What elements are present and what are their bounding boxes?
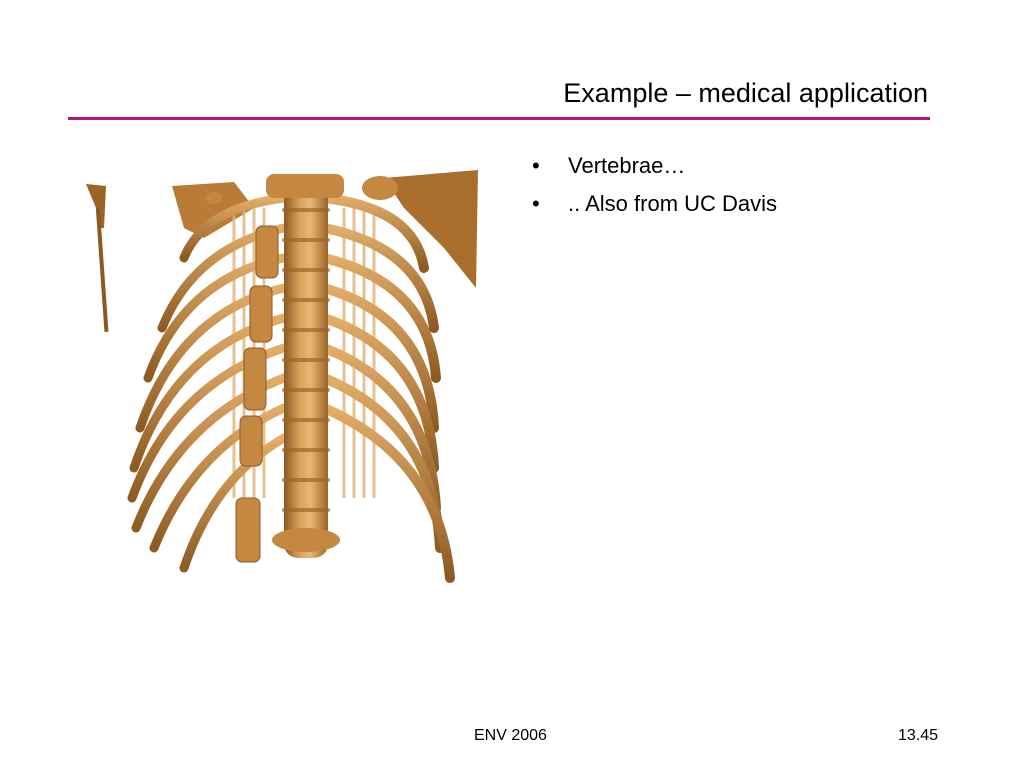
footer-page-number: 13.45 — [897, 727, 938, 744]
bullet-text: .. Also from UC Davis — [568, 191, 778, 216]
rib-cage-illustration — [86, 170, 478, 583]
slide-title: Example – medical application — [563, 78, 928, 108]
title-divider — [68, 117, 930, 120]
bullet-list: • Vertebrae… • .. Also from UC Davis — [528, 150, 777, 226]
spine-rendering-image — [84, 168, 480, 590]
footer-course-label: ENV 2006 — [474, 727, 547, 744]
bullet-marker: • — [532, 191, 540, 216]
bullet-item: • .. Also from UC Davis — [528, 188, 777, 226]
bullet-item: • Vertebrae… — [528, 150, 777, 188]
bullet-marker: • — [532, 153, 540, 178]
bullet-text: Vertebrae… — [568, 153, 686, 178]
